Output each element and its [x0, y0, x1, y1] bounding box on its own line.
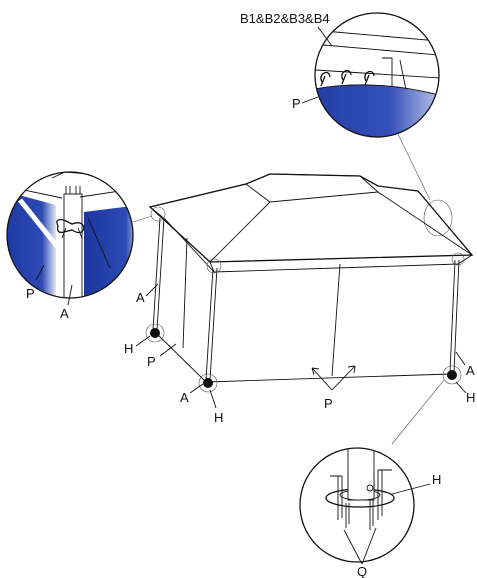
label-leader-bracket	[317, 26, 333, 47]
label-leader-h-right	[455, 381, 467, 394]
label-leader-a-right	[455, 351, 466, 366]
label-panel-p-top: P	[292, 96, 301, 111]
label-foot-h-right: H	[466, 390, 475, 405]
label-leader-h-front	[209, 389, 217, 409]
label-leader-p-top	[301, 96, 319, 104]
label-leader-h-detail	[391, 483, 431, 495]
label-bracket-parts: B1&B2&B3&B4	[240, 11, 330, 26]
label-stake-q: Q	[357, 564, 367, 578]
label-foot-h-front: H	[214, 410, 223, 425]
callout-leader-top	[397, 133, 431, 201]
gazebo-frame	[135, 173, 474, 409]
label-pole-a-leftback: A	[136, 290, 145, 305]
label-leader-a-front	[189, 383, 204, 394]
label-pole-a-left: A	[60, 306, 69, 321]
label-leader-a-back	[145, 283, 159, 297]
pole-front-left	[205, 267, 218, 381]
label-leader-p-left	[35, 264, 45, 281]
label-leader-p-side	[159, 343, 177, 357]
label-foot-h-back: H	[124, 341, 133, 356]
label-leader-a-left	[67, 284, 73, 306]
label-panel-p-side: P	[147, 354, 156, 369]
label-pole-a-front: A	[180, 390, 189, 405]
label-panel-p-front: P	[324, 396, 333, 411]
label-pole-a-right: A	[466, 363, 475, 378]
pole-back-left	[152, 217, 165, 331]
bracket-detail-callout	[301, 12, 453, 237]
label-foot-h-detail: H	[432, 472, 441, 487]
pole-detail-callout	[6, 171, 153, 306]
canopy-fabric	[315, 84, 439, 137]
label-leader-h-back	[135, 335, 151, 347]
foot-stake-detail-callout	[299, 379, 445, 565]
callout-leader-bottom	[391, 379, 445, 445]
callout-zoom-ring-top	[423, 199, 453, 237]
pole-front-right	[449, 259, 460, 373]
ground-stakes	[330, 469, 392, 530]
roof-vent	[245, 173, 380, 203]
tie-knot	[56, 218, 85, 234]
pole	[63, 193, 83, 298]
label-panel-p-left: P	[26, 286, 35, 301]
bracket-hooks	[320, 69, 375, 87]
callout-leader-left	[132, 215, 153, 223]
foot-plates	[150, 328, 457, 388]
